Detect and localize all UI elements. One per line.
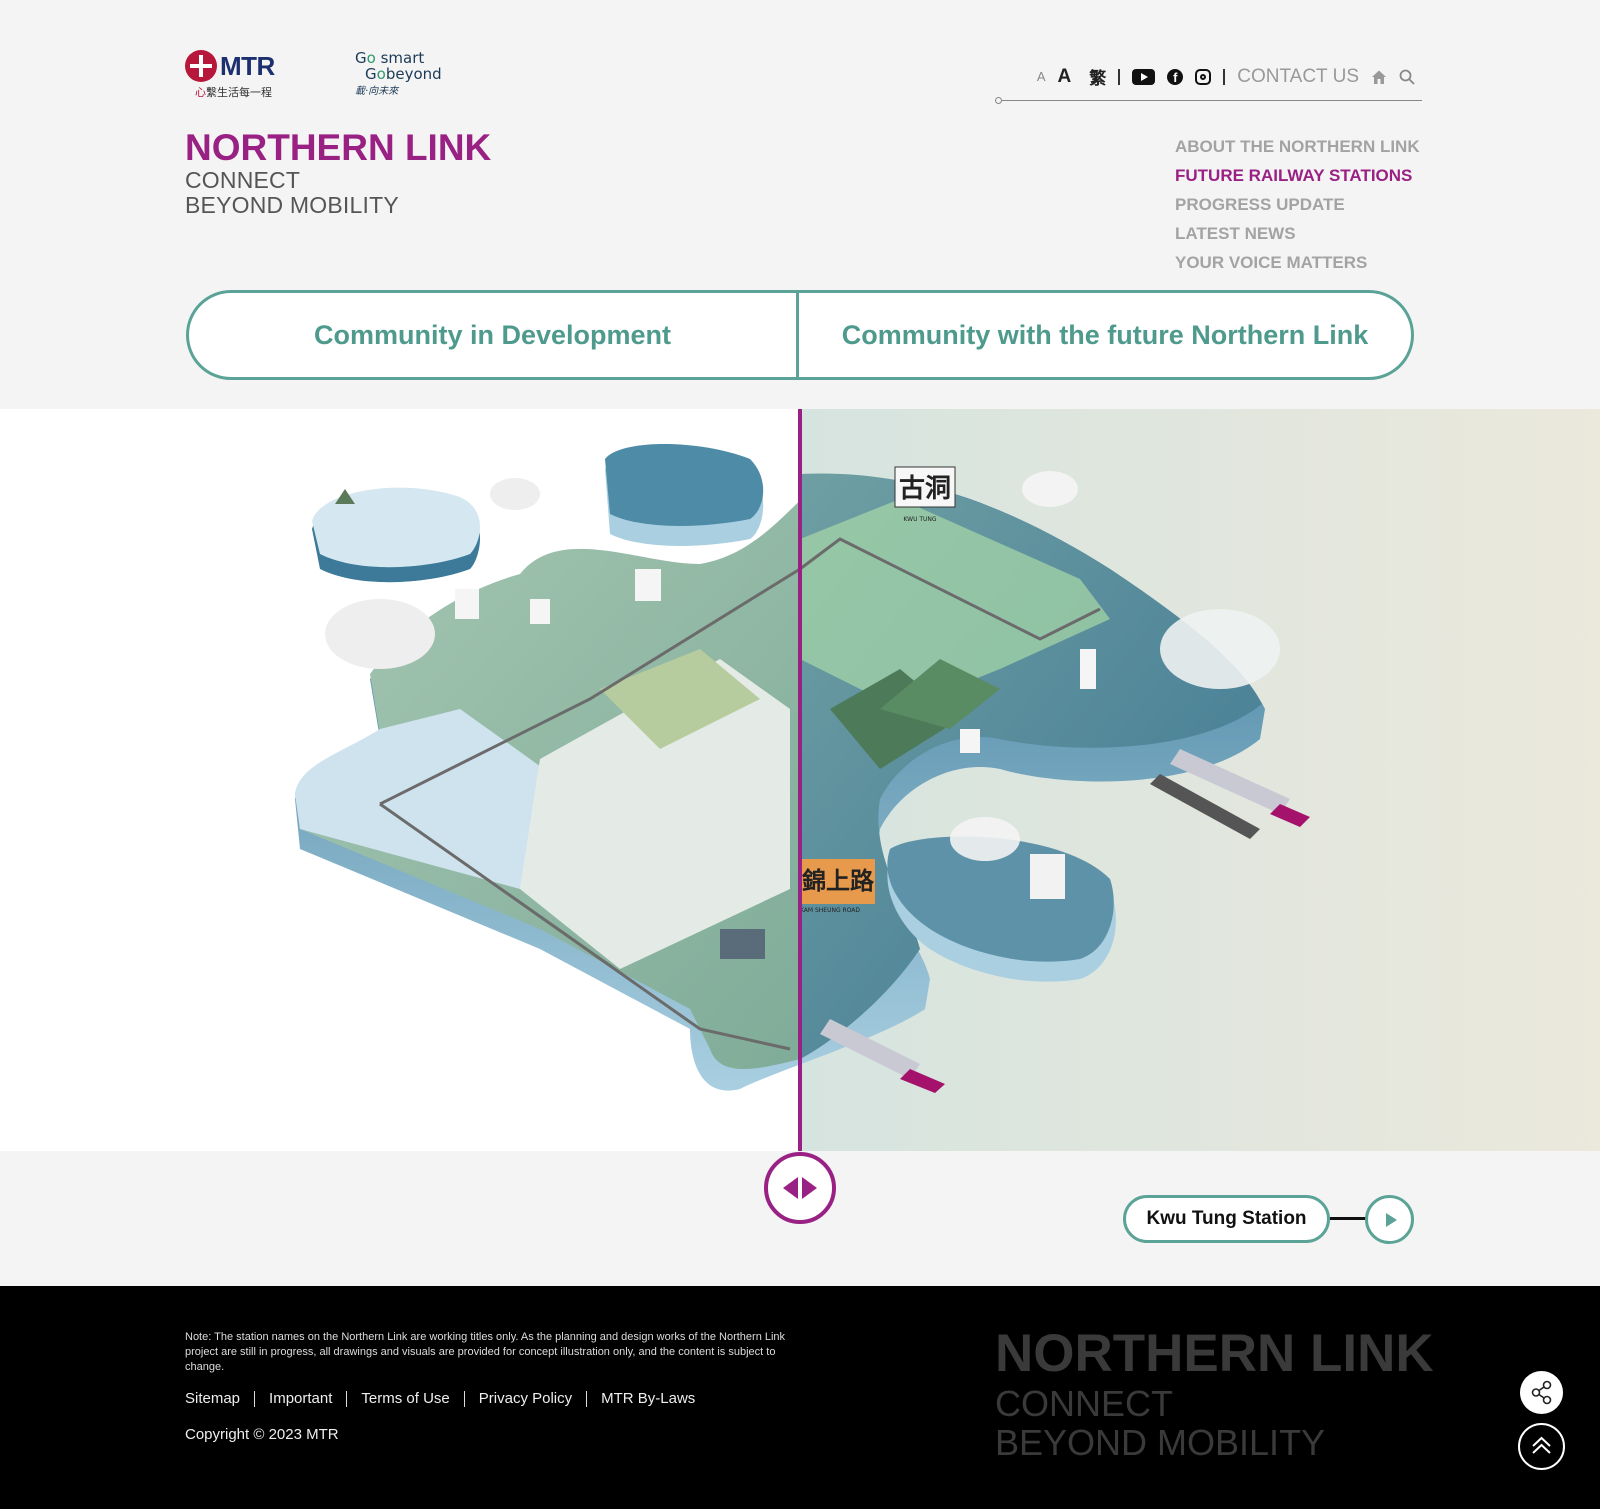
youtube-icon[interactable] — [1132, 68, 1156, 85]
field — [600, 649, 760, 749]
map-comparison[interactable]: 古洞 KWU TUNG 錦上路 KAM SHEUNG ROAD — [0, 409, 1600, 1224]
brand-title: NORTHERN LINK — [185, 127, 492, 168]
building — [960, 729, 980, 753]
share-button[interactable] — [1520, 1371, 1563, 1414]
svg-text:古洞: 古洞 — [899, 474, 951, 504]
train-right — [1150, 749, 1310, 839]
kwu-tung-sign: 古洞 KWU TUNG — [894, 466, 956, 523]
facebook-icon[interactable]: f — [1167, 68, 1184, 85]
building — [530, 599, 550, 624]
development-area — [520, 659, 790, 969]
copyright: Copyright © 2023 MTR — [185, 1426, 339, 1443]
privacy-policy-link[interactable]: Privacy Policy — [478, 1390, 573, 1407]
mtr-tagline: 心繫生活每一程 — [195, 86, 272, 99]
nav-item-about[interactable]: ABOUT THE NORTHERN LINK — [1175, 137, 1420, 156]
header-rule-dot — [995, 97, 1002, 104]
mountains — [880, 659, 1000, 729]
font-size-large-button[interactable]: A — [1057, 65, 1072, 87]
next-station-button[interactable] — [1365, 1195, 1414, 1244]
community-with-northern-link-tab[interactable]: Community with the future Northern Link — [841, 319, 1369, 350]
building — [1080, 649, 1096, 689]
divider — [346, 1390, 348, 1407]
divider — [586, 1390, 588, 1407]
header-rule — [998, 100, 1422, 101]
brand-subtitle-1: CONNECT — [185, 167, 301, 193]
important-link[interactable]: Important — [269, 1390, 333, 1407]
nav-item-progress[interactable]: PROGRESS UPDATE — [1175, 195, 1345, 214]
chevron-up-icon — [1532, 1436, 1551, 1454]
cloud — [1160, 609, 1280, 689]
terms-of-use-link[interactable]: Terms of Use — [361, 1390, 450, 1407]
svg-text:KWU TUNG: KWU TUNG — [903, 516, 936, 523]
sitemap-link[interactable]: Sitemap — [185, 1390, 241, 1407]
station-name-button[interactable]: Kwu Tung Station — [1123, 1195, 1330, 1243]
arrow-right-icon — [802, 1177, 817, 1199]
train-bottom — [820, 1019, 945, 1093]
community-in-development-tab[interactable]: Community in Development — [189, 293, 799, 377]
divider — [254, 1390, 256, 1407]
disclaimer-note: Note: The station names on the Northern … — [185, 1331, 786, 1373]
brand-subtitle-2: BEYOND MOBILITY — [185, 192, 399, 218]
utility-bar: A A 繁 f CONTACT US — [1037, 64, 1415, 89]
rail-line — [379, 537, 1101, 806]
divider — [1118, 68, 1121, 85]
font-size-small-button[interactable]: A — [1036, 69, 1046, 84]
footer-brand: NORTHERN LINK CONNECT BEYOND MOBILITY — [995, 1324, 1434, 1463]
main-nav: ABOUT THE NORTHERN LINK FUTURE RAILWAY S… — [1175, 132, 1420, 277]
cloud — [325, 599, 435, 669]
divider — [463, 1390, 465, 1407]
cloud — [950, 817, 1020, 861]
mtr-logo[interactable]: MTR 心繫生活每一程 — [185, 50, 275, 100]
map-illustration: 古洞 KWU TUNG 錦上路 KAM SHEUNG ROAD — [0, 409, 1600, 1151]
cloud — [490, 478, 540, 510]
back-to-top-button[interactable] — [1518, 1423, 1565, 1470]
cloud — [1022, 471, 1078, 507]
mtr-by-laws-link[interactable]: MTR By-Laws — [601, 1390, 696, 1407]
comparison-toggle: Community in Development Community with … — [186, 290, 1414, 380]
nav-item-news[interactable]: LATEST NEWS — [1175, 224, 1296, 243]
arrow-left-icon — [783, 1177, 798, 1199]
home-icon[interactable] — [1371, 69, 1387, 85]
kam-sheung-road-sign: 錦上路 KAM SHEUNG ROAD — [800, 859, 875, 914]
building — [635, 569, 661, 601]
road — [379, 802, 791, 1051]
mtr-symbol-icon — [185, 50, 217, 82]
island-lowland — [295, 709, 600, 889]
new-town-area — [800, 499, 1110, 709]
nav-item-future-stations[interactable]: FUTURE RAILWAY STATIONS — [1175, 166, 1413, 185]
floating-island-2 — [605, 444, 764, 546]
floating-island-1 — [312, 487, 480, 583]
svg-text:錦上路: 錦上路 — [802, 867, 875, 895]
building — [455, 589, 479, 619]
share-icon — [1531, 1380, 1552, 1405]
divider — [1223, 68, 1226, 85]
contact-us-link[interactable]: CONTACT US — [1237, 65, 1359, 87]
nav-item-your-voice[interactable]: YOUR VOICE MATTERS — [1175, 253, 1368, 272]
search-icon[interactable] — [1399, 69, 1415, 85]
svg-text:KAM SHEUNG ROAD: KAM SHEUNG ROAD — [800, 907, 860, 914]
comparison-slider-handle[interactable] — [764, 1152, 836, 1224]
instagram-icon[interactable] — [1195, 68, 1212, 85]
floating-island-3 — [887, 836, 1116, 982]
brand-block[interactable]: NORTHERN LINK CONNECT BEYOND MOBILITY — [185, 128, 491, 218]
footer: Note: The station names on the Northern … — [0, 1286, 1600, 1509]
footer-links: Sitemap Important Terms of Use Privacy P… — [185, 1390, 695, 1407]
building — [720, 929, 765, 959]
go-smart-go-beyond-logo[interactable]: Go smart Gobeyond 載·向未來 — [355, 49, 442, 97]
language-toggle-button[interactable]: 繁 — [1089, 69, 1107, 89]
mtr-wordmark: MTR — [220, 50, 275, 81]
station-connector — [1330, 1217, 1366, 1220]
